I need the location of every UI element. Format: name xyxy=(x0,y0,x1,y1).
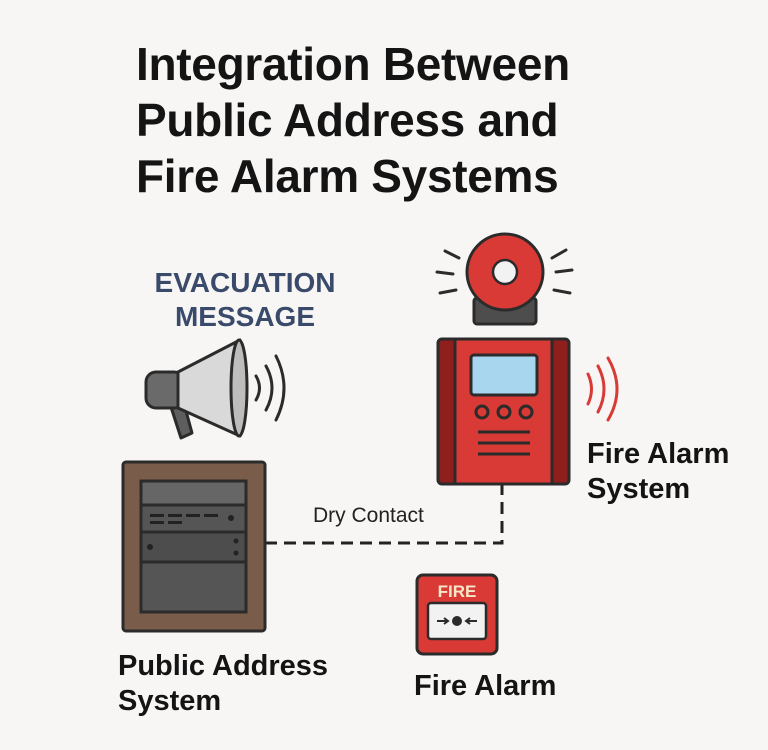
fire-alarm-panel-icon xyxy=(436,337,571,486)
megaphone-icon xyxy=(144,338,286,440)
public-address-system-label: Public Address System xyxy=(118,649,328,719)
alarm-bell-icon xyxy=(435,232,574,326)
fire-alarm-label-text: Fire Alarm xyxy=(414,670,557,702)
page-title: Integration Between Public Address and F… xyxy=(136,36,736,204)
title-line-2: Public Address and xyxy=(136,94,559,146)
fire-alarm-system-line-2: System xyxy=(587,473,691,505)
fire-alarm-label: Fire Alarm xyxy=(414,669,556,704)
dry-contact-line xyxy=(265,484,504,545)
evacuation-line-2: MESSAGE xyxy=(174,301,316,332)
title-line-1: Integration Between xyxy=(136,38,570,90)
fire-sign-label: FIRE xyxy=(438,582,477,601)
fire-alarm-system-line-1: Fire Alarm xyxy=(587,438,730,470)
title-line-3: Fire Alarm Systems xyxy=(136,150,559,202)
manual-call-point-icon xyxy=(415,573,499,656)
evacuation-message-label: EVACUATION MESSAGE xyxy=(130,266,360,334)
fire-alarm-system-label: Fire Alarm System xyxy=(587,437,729,507)
public-address-system-line-1: Public Address xyxy=(118,650,329,682)
public-address-system-line-2: System xyxy=(118,685,222,717)
evacuation-line-1: EVACUATION xyxy=(154,267,336,298)
pa-rack-icon xyxy=(121,460,267,633)
dry-contact-label: Dry Contact xyxy=(313,504,424,527)
alarm-sound-waves-icon xyxy=(586,356,619,422)
